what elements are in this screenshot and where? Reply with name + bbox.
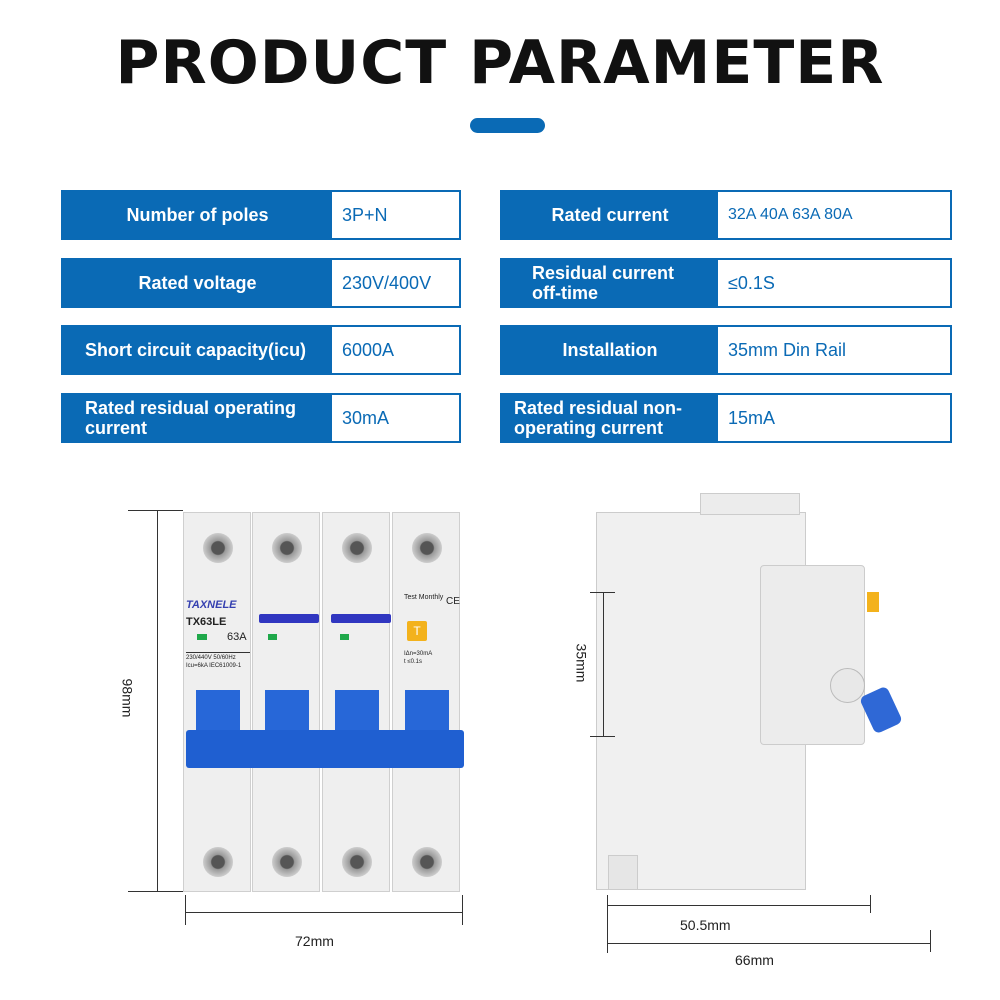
dimension-tick xyxy=(462,895,463,925)
spec-line: 230/440V 50/60Hz xyxy=(186,655,236,661)
indicator xyxy=(197,634,207,640)
brand-logo: TAXNELE xyxy=(186,599,237,611)
param-value: 230V/400V xyxy=(342,272,432,293)
param-row: Rated residual operating current 30mA xyxy=(61,393,461,443)
title-underline xyxy=(470,118,545,133)
indicator xyxy=(340,634,349,640)
param-row: Residual current off-time ≤0.1S xyxy=(500,258,952,308)
dimension-tick xyxy=(930,930,931,952)
toggle-lever-side[interactable] xyxy=(858,685,904,735)
rail-label: 35mm xyxy=(573,643,590,683)
depth-inner-dimension-line xyxy=(607,905,870,906)
din-clip xyxy=(608,855,638,890)
param-value: 6000A xyxy=(342,339,395,360)
param-label: Rated voltage xyxy=(63,260,332,306)
param-row: Rated voltage 230V/400V xyxy=(61,258,461,308)
param-value: 32A 40A 63A 80A xyxy=(728,206,853,223)
param-row: Short circuit capacity(icu) 6000A xyxy=(61,325,461,375)
param-label: Number of poles xyxy=(63,192,332,238)
terminal-screw-icon xyxy=(412,533,442,563)
param-label: Short circuit capacity(icu) xyxy=(63,327,332,373)
param-label: Residual current off-time xyxy=(502,260,718,306)
side-top xyxy=(700,493,800,515)
indicator xyxy=(268,634,277,640)
test-button-side xyxy=(867,592,879,612)
width-label: 72mm xyxy=(295,933,334,949)
terminal-screw-icon xyxy=(342,847,372,877)
residual-line: t ≤0.1s xyxy=(404,659,422,665)
param-value: 15mA xyxy=(728,407,776,428)
dimension-tick xyxy=(870,895,871,913)
ce-mark: CE xyxy=(446,596,460,607)
depth-inner-label: 50.5mm xyxy=(680,917,731,933)
model-label: TX63LE xyxy=(186,616,227,628)
pivot xyxy=(830,668,865,703)
param-label: Installation xyxy=(502,327,718,373)
terminal-screw-icon xyxy=(272,533,302,563)
height-label: 98mm xyxy=(119,678,136,718)
depth-label: 66mm xyxy=(735,952,774,968)
param-label: Rated current xyxy=(502,192,718,238)
spec-line: Icu=6kA IEC61009-1 xyxy=(186,663,242,669)
toggle-lever[interactable] xyxy=(335,690,379,735)
dimension-tick xyxy=(590,592,615,593)
terminal-screw-icon xyxy=(342,533,372,563)
param-row: Rated current 32A 40A 63A 80A xyxy=(500,190,952,240)
toggle-lever[interactable] xyxy=(196,690,240,735)
dimension-tick xyxy=(128,891,183,892)
residual-text: IΔn=30mA t ≤0.1s xyxy=(404,650,432,666)
param-row: Number of poles 3P+N xyxy=(61,190,461,240)
terminal-screw-icon xyxy=(412,847,442,877)
param-label: Rated residual operating current xyxy=(63,395,332,441)
param-label: Rated residual non-operating current xyxy=(502,395,718,441)
page-title: PRODUCT PARAMETER xyxy=(115,28,885,98)
dimension-tick xyxy=(590,736,615,737)
toggle-lever[interactable] xyxy=(405,690,449,735)
test-button[interactable]: T xyxy=(407,621,427,641)
terminal-screw-icon xyxy=(203,847,233,877)
test-monthly-label: Test Monthly xyxy=(404,594,444,601)
rail-dimension-line xyxy=(603,592,604,737)
height-dimension-line xyxy=(157,510,158,892)
dimension-tick xyxy=(128,510,183,511)
param-value: 30mA xyxy=(342,407,390,428)
param-row: Installation 35mm Din Rail xyxy=(500,325,952,375)
toggle-lever[interactable] xyxy=(265,690,309,735)
param-value: 3P+N xyxy=(342,204,388,225)
terminal-screw-icon xyxy=(272,847,302,877)
residual-line: IΔn=30mA xyxy=(404,651,433,657)
param-value: 35mm Din Rail xyxy=(728,339,847,360)
width-dimension-line xyxy=(185,912,462,913)
dimension-tick xyxy=(607,895,608,953)
rating-label: 63A xyxy=(227,631,247,643)
param-row: Rated residual non-operating current 15mA xyxy=(500,393,952,443)
handle-tie-bar[interactable] xyxy=(186,730,464,768)
param-value: ≤0.1S xyxy=(728,272,775,293)
blue-strip xyxy=(259,614,319,623)
dimension-tick xyxy=(185,895,186,925)
depth-dimension-line xyxy=(607,943,930,944)
blue-strip xyxy=(331,614,391,623)
side-front-face xyxy=(760,565,865,745)
terminal-screw-icon xyxy=(203,533,233,563)
